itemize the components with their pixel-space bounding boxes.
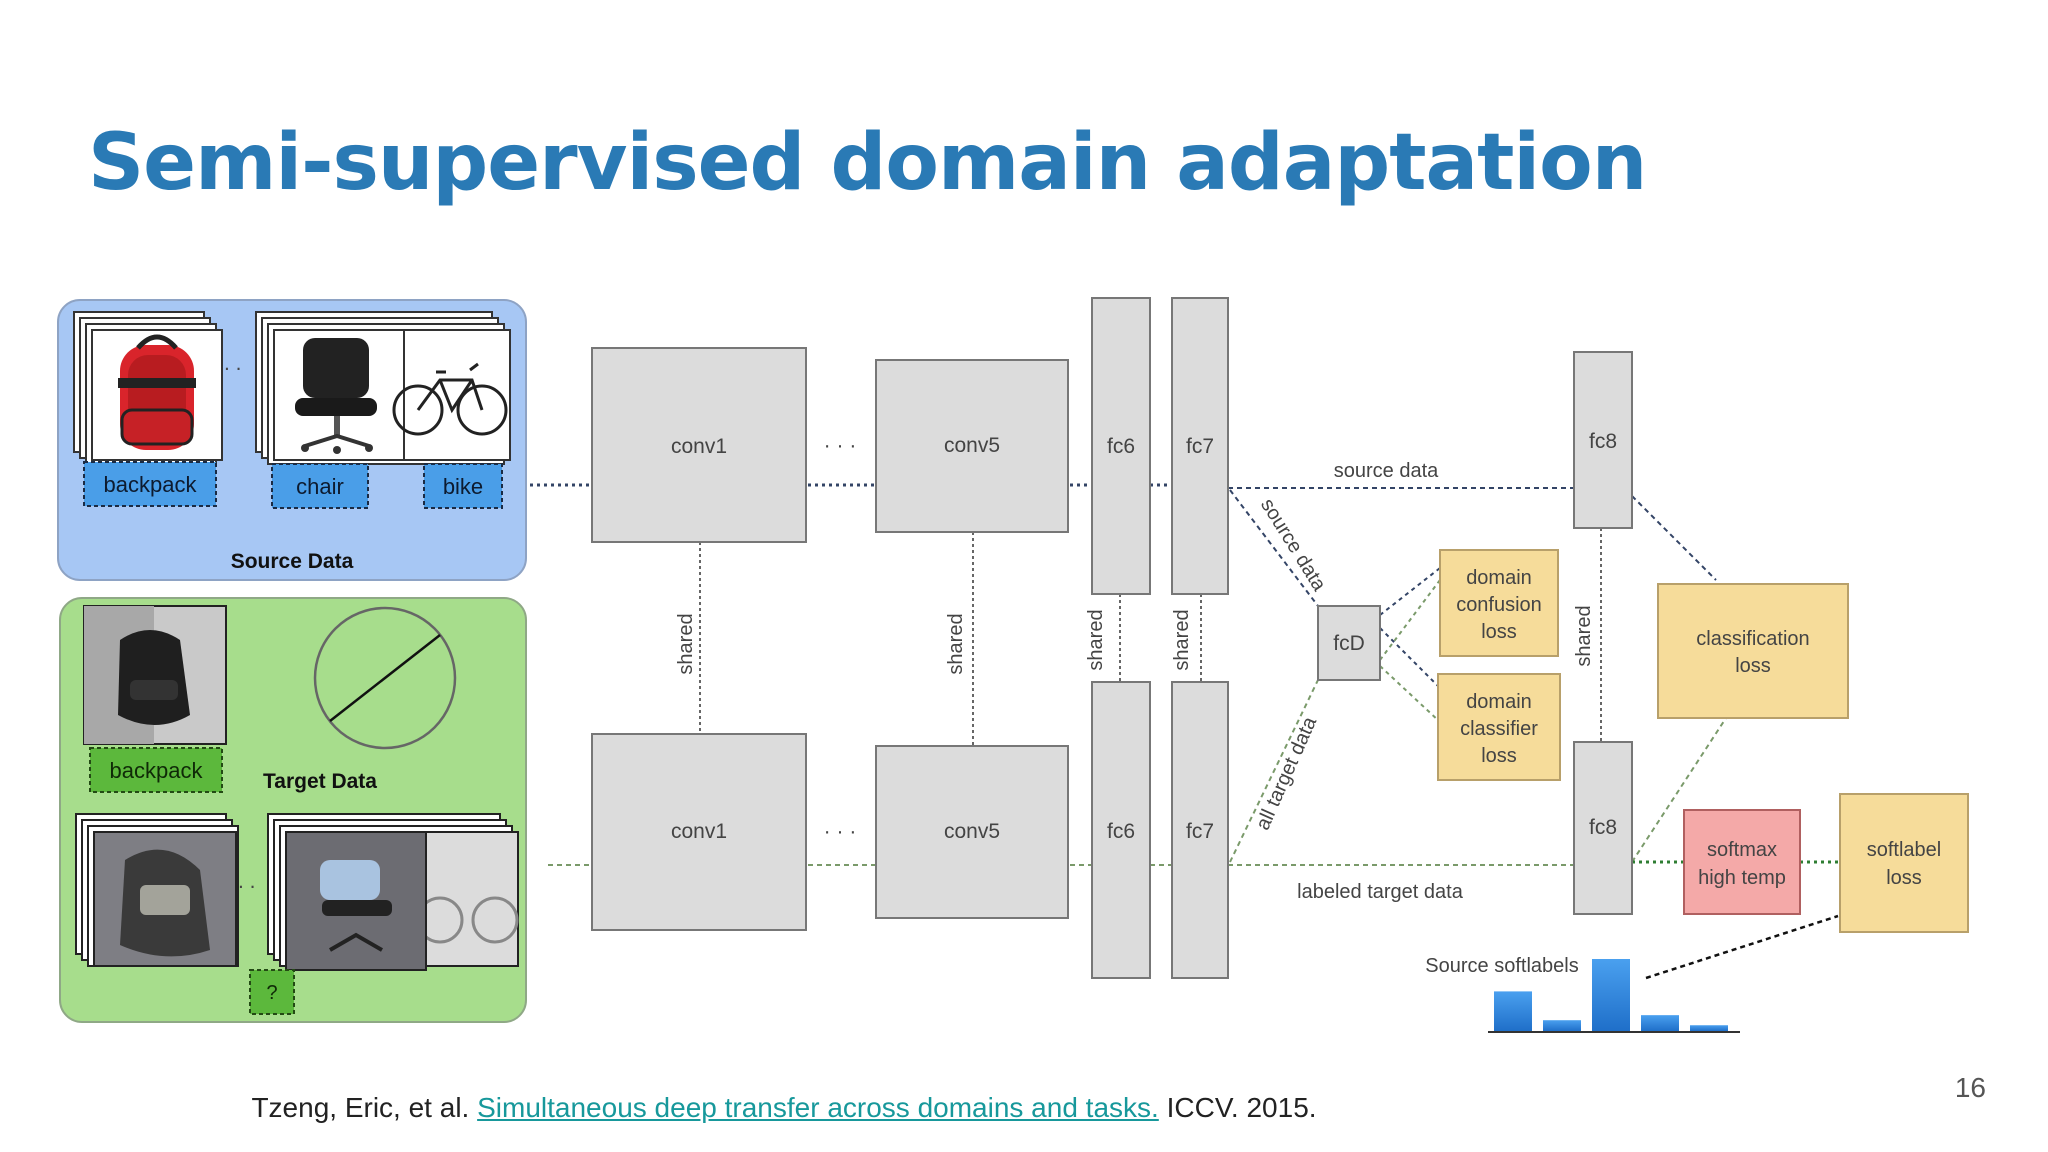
svg-text:chair: chair: [296, 474, 344, 499]
svg-text:domain: domain: [1466, 691, 1532, 713]
target-panel-title: Target Data: [263, 770, 377, 793]
svg-text:fc6: fc6: [1107, 820, 1135, 843]
domain-classifier-loss-box: domain classifier loss: [1437, 673, 1561, 781]
svg-text:classifier: classifier: [1460, 718, 1538, 740]
softlabel-bar-1: [1494, 991, 1532, 1031]
shared-label-conv1: shared: [675, 613, 697, 674]
svg-text:loss: loss: [1481, 621, 1517, 643]
fc8-top-block: fc8: [1573, 351, 1633, 529]
classification-loss-box: classification loss: [1657, 583, 1849, 719]
softlabel-bar-3: [1592, 959, 1630, 1031]
shared-label-fc7: shared: [1171, 609, 1193, 670]
citation-venue: ICCV. 2015.: [1166, 1092, 1317, 1123]
labeled-target-image: [83, 605, 227, 745]
source-label-chair: chair: [271, 463, 369, 509]
softlabel-bar-5: [1690, 1025, 1728, 1031]
edge-label-source-data-diagonal: source data: [1256, 495, 1331, 596]
shared-labels: shared shared shared shared shared: [675, 605, 1595, 674]
svg-text:bike: bike: [443, 474, 483, 499]
domain-confusion-loss-box: domain confusion loss: [1439, 549, 1559, 657]
fc6-bottom-block: fc6: [1091, 681, 1151, 979]
source-ellipsis: . .: [224, 352, 242, 375]
svg-text:conv1: conv1: [671, 435, 727, 458]
citation-authors: Tzeng, Eric, et al.: [251, 1092, 470, 1123]
svg-text:fc8: fc8: [1589, 430, 1617, 453]
svg-text:fcD: fcD: [1333, 632, 1365, 655]
target-ellipsis: . .: [238, 870, 256, 893]
top-ellipsis: · · ·: [824, 434, 857, 457]
shared-label-fc8: shared: [1573, 605, 1595, 666]
svg-text:fc6: fc6: [1107, 435, 1135, 458]
softlabel-loss-box: softlabel loss: [1839, 793, 1969, 933]
shared-label-conv5: shared: [945, 613, 967, 674]
svg-text:fc8: fc8: [1589, 816, 1617, 839]
svg-text:?: ?: [266, 982, 277, 1004]
svg-text:conv5: conv5: [944, 820, 1000, 843]
bike-icon: [392, 362, 508, 436]
svg-text:fc7: fc7: [1186, 820, 1214, 843]
source-label-bike: bike: [423, 463, 503, 509]
conv5-top-block: conv5: [875, 359, 1069, 533]
slide-title: Semi-supervised domain adaptation: [88, 118, 1647, 208]
source-label-backpack: backpack: [83, 461, 217, 507]
conv1-top-block: conv1: [591, 347, 807, 543]
fc8-bottom-block: fc8: [1573, 741, 1633, 915]
svg-text:conv5: conv5: [944, 434, 1000, 457]
edge-label-labeled-target-data: labeled target data: [1297, 881, 1464, 903]
no-match-icon: [313, 606, 457, 750]
softlabel-bar-2: [1543, 1020, 1581, 1031]
connection-lines: [530, 483, 1840, 980]
svg-text:backpack: backpack: [110, 758, 204, 783]
target-label-backpack: backpack: [89, 747, 223, 793]
citation-link[interactable]: Simultaneous deep transfer across domain…: [477, 1092, 1159, 1123]
source-softlabels-histogram: Source softlabels: [1425, 955, 1740, 1033]
svg-text:softmax: softmax: [1707, 839, 1777, 861]
svg-text:loss: loss: [1735, 655, 1771, 677]
svg-text:domain: domain: [1466, 567, 1532, 589]
source-data-panel: . . backpack: [57, 299, 527, 581]
fc6-top-block: fc6: [1091, 297, 1151, 595]
unlabeled-target-stack-1: [75, 813, 239, 967]
softlabels-title: Source softlabels: [1425, 955, 1578, 977]
edge-label-source-data: source data: [1334, 460, 1439, 482]
svg-text:high temp: high temp: [1698, 867, 1786, 889]
svg-text:fc7: fc7: [1186, 435, 1214, 458]
bottom-ellipsis: · · ·: [824, 820, 857, 843]
chair-icon: [295, 338, 377, 454]
svg-text:loss: loss: [1481, 745, 1517, 767]
fc7-bottom-block: fc7: [1171, 681, 1229, 979]
svg-text:softlabel: softlabel: [1867, 839, 1942, 861]
svg-text:backpack: backpack: [104, 472, 198, 497]
source-panel-title: Source Data: [231, 550, 354, 573]
fc7-top-block: fc7: [1171, 297, 1229, 595]
svg-text:conv1: conv1: [671, 820, 727, 843]
target-data-panel: backpack Target Data . .: [59, 597, 527, 1023]
bottom-stream: conv1 · · · conv5 fc6 fc7 fc8: [591, 681, 1633, 979]
target-label-unknown: ?: [249, 969, 295, 1015]
fcd-block: fcD: [1317, 605, 1381, 681]
softlabel-bar-4: [1641, 1015, 1679, 1031]
softmax-high-temp-box: softmax high temp: [1683, 809, 1801, 915]
page-number: 16: [1954, 1072, 1986, 1103]
conv1-bottom-block: conv1: [591, 733, 807, 931]
citation: Tzeng, Eric, et al. Simultaneous deep tr…: [0, 1092, 1568, 1124]
svg-text:classification: classification: [1696, 628, 1809, 650]
shared-label-fc6: shared: [1085, 609, 1107, 670]
unlabeled-target-stack-2: [267, 813, 519, 971]
backpack-image-stack: [73, 311, 223, 465]
chair-image-stack: [255, 311, 511, 465]
svg-text:loss: loss: [1886, 867, 1922, 889]
top-stream: conv1 · · · conv5 fc6 fc7 fc8: [591, 297, 1633, 595]
backpack-icon: [118, 334, 196, 450]
conv5-bottom-block: conv5: [875, 745, 1069, 919]
edge-label-all-target-data: all target data: [1252, 713, 1322, 833]
svg-text:confusion: confusion: [1456, 594, 1542, 616]
